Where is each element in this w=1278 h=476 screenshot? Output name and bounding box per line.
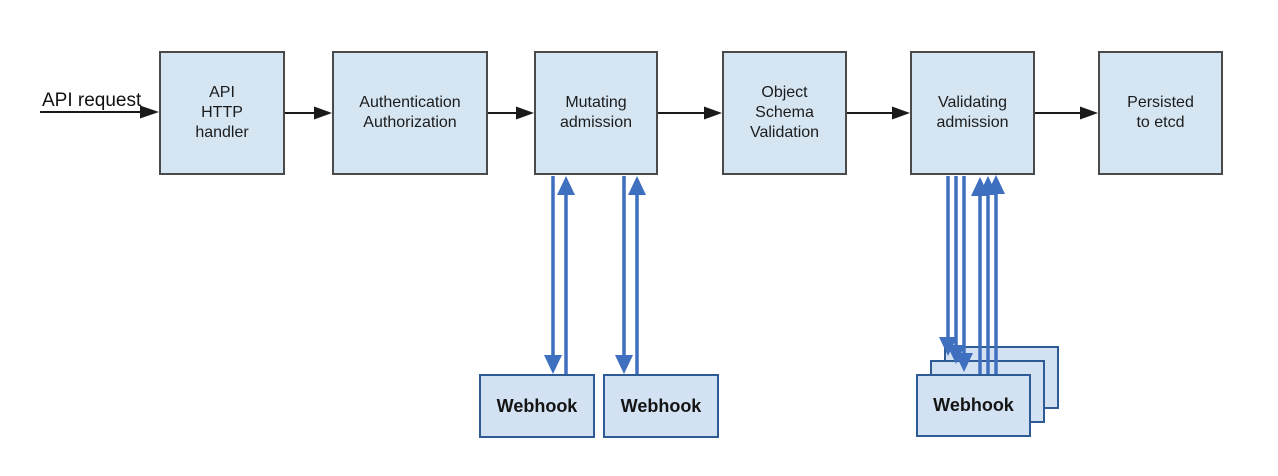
connector-validating-to-etcd [1035, 106, 1098, 120]
webhook-mutating-1: Webhook [479, 374, 595, 438]
arrow-mutating-to-webhook1 [544, 176, 562, 374]
webhook-mutating-2: Webhook [603, 374, 719, 438]
arrow-webhook1-to-mutating [557, 176, 575, 374]
connector-mutating-to-schema [658, 106, 722, 120]
node-authentication-authorization: Authentication Authorization [332, 51, 488, 175]
node-validating-admission: Validating admission [910, 51, 1035, 175]
connector-auth-to-mutating [488, 106, 534, 120]
webhook-validating-front: Webhook [916, 374, 1031, 437]
node-object-schema-validation: Object Schema Validation [722, 51, 847, 175]
connector-schema-to-validating [847, 106, 910, 120]
node-api-http-handler: API HTTP handler [159, 51, 285, 175]
arrow-webhook2-to-mutating [628, 176, 646, 374]
node-persisted-to-etcd: Persisted to etcd [1098, 51, 1223, 175]
arrow-mutating-to-webhook2 [615, 176, 633, 374]
arrows-webhooks-to-validating [971, 175, 1005, 374]
api-request-label: API request [42, 90, 142, 111]
node-mutating-admission: Mutating admission [534, 51, 658, 175]
connector-handler-to-auth [285, 106, 332, 120]
arrows-validating-to-webhooks [939, 176, 973, 372]
